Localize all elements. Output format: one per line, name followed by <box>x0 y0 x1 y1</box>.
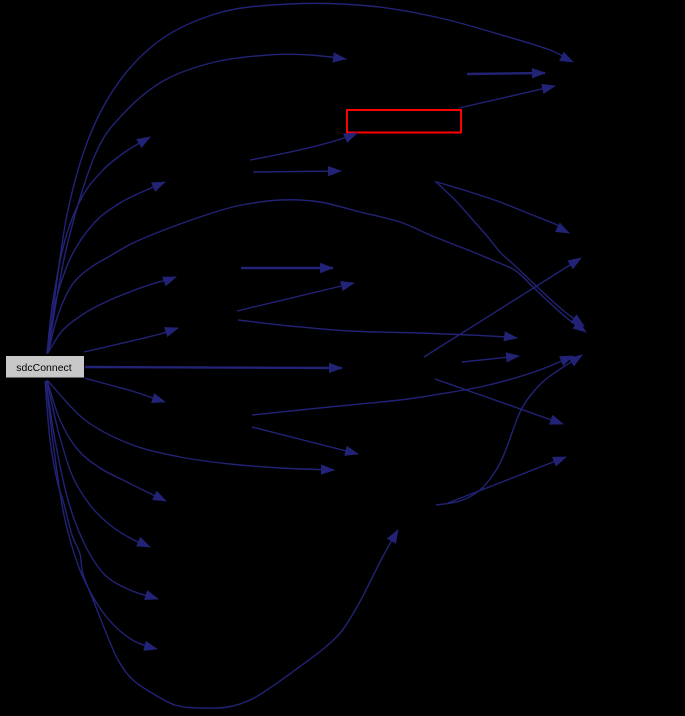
svg-text:sdcConnect: sdcConnect <box>16 362 72 374</box>
